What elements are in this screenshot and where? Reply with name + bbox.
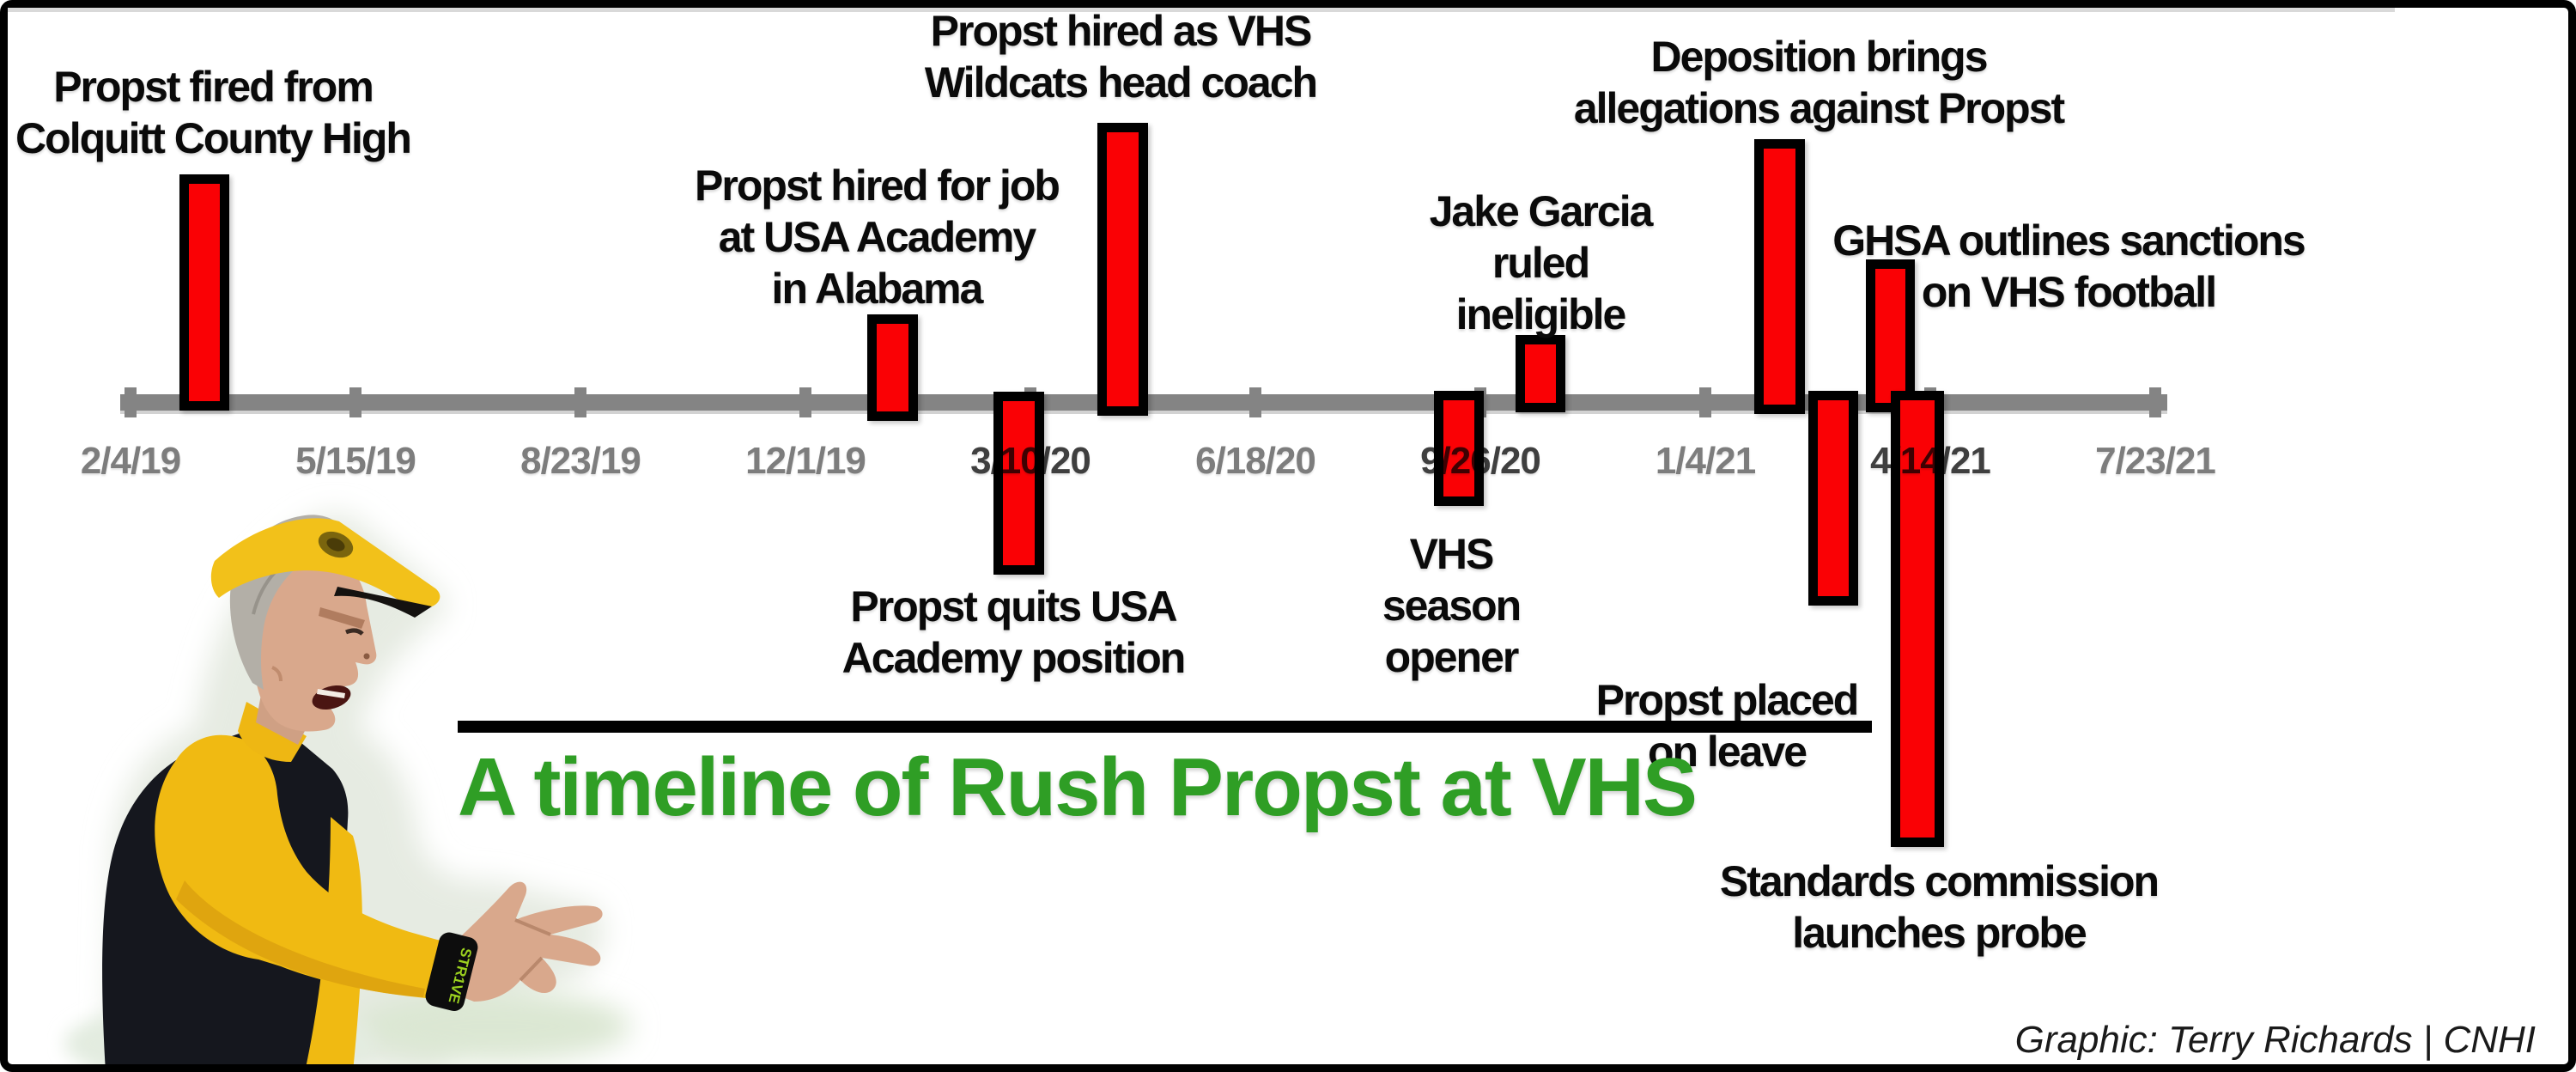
event-bar-ghsa-sanctions (1866, 259, 1915, 412)
event-bar-standards-probe (1891, 391, 1944, 847)
sleeve-shading (176, 880, 425, 997)
axis-tick (2149, 387, 2161, 417)
rush-propst-photo: STR1VE (64, 513, 631, 1072)
event-label-standards-probe: Standards commission launches probe (1719, 857, 2160, 957)
axis-date-label: 5/15/19 (295, 440, 416, 482)
axis-date-label: 4/14/21 (1870, 440, 1991, 482)
event-bar-fired-colquitt (179, 174, 229, 411)
axis-date-label: 8/23/19 (520, 440, 641, 482)
event-bar-garcia-ineligible (1516, 335, 1565, 412)
event-bar-vhs-season-opener (1434, 391, 1484, 506)
axis-date-label: 3/10/20 (970, 440, 1091, 482)
event-label-deposition: Deposition brings allegations against Pr… (1573, 33, 2065, 132)
axis-date-label: 2/4/19 (80, 440, 181, 482)
event-label-hired-vhs: Propst hired as VHS Wildcats head coach (924, 7, 1318, 107)
event-bar-hired-vhs (1097, 123, 1148, 416)
hand (449, 881, 603, 1002)
axis-tick (125, 387, 137, 417)
axis-tick (349, 387, 361, 417)
event-label-hired-usa-academy: Propst hired for job at USA Academy in A… (695, 161, 1060, 313)
event-label-ghsa-sanctions: GHSA outlines sanctions on VHS football (1832, 216, 2306, 316)
event-bar-hired-usa-academy (867, 314, 918, 421)
event-label-garcia-ineligible: Jake Garcia ruled ineligible (1429, 187, 1654, 338)
axis-tick (574, 387, 586, 417)
axis-date-label: 12/1/19 (745, 440, 866, 482)
axis-date-label: 6/18/20 (1195, 440, 1316, 482)
top-edge-strip (8, 8, 2395, 12)
title-underline (458, 721, 1872, 733)
axis-date-label: 7/23/21 (2095, 440, 2216, 482)
axis-date-label: 1/4/21 (1655, 440, 1756, 482)
axis-tick (1249, 387, 1261, 417)
axis-date-label: 9/26/20 (1420, 440, 1541, 482)
axis-tick (799, 387, 811, 417)
event-bar-quits-usa-academy (993, 392, 1044, 575)
collar (238, 702, 307, 762)
event-label-quits-usa-academy: Propst quits USA Academy position (841, 582, 1187, 682)
event-bar-placed-on-leave (1808, 391, 1858, 606)
event-label-fired-colquitt: Propst fired from Colquitt County High (15, 63, 412, 162)
wristband: STR1VE (425, 932, 478, 1011)
visor (210, 518, 440, 618)
chart-title: A timeline of Rush Propst at VHS (458, 741, 1698, 833)
event-label-vhs-season-opener: VHS season opener (1382, 530, 1522, 681)
event-bar-deposition (1754, 139, 1805, 414)
credit-line: Graphic: Terry Richards | CNHI (2014, 1019, 2536, 1061)
event-label-placed-on-leave: Propst placed on leave (1595, 676, 1860, 776)
axis-tick (1699, 387, 1711, 417)
